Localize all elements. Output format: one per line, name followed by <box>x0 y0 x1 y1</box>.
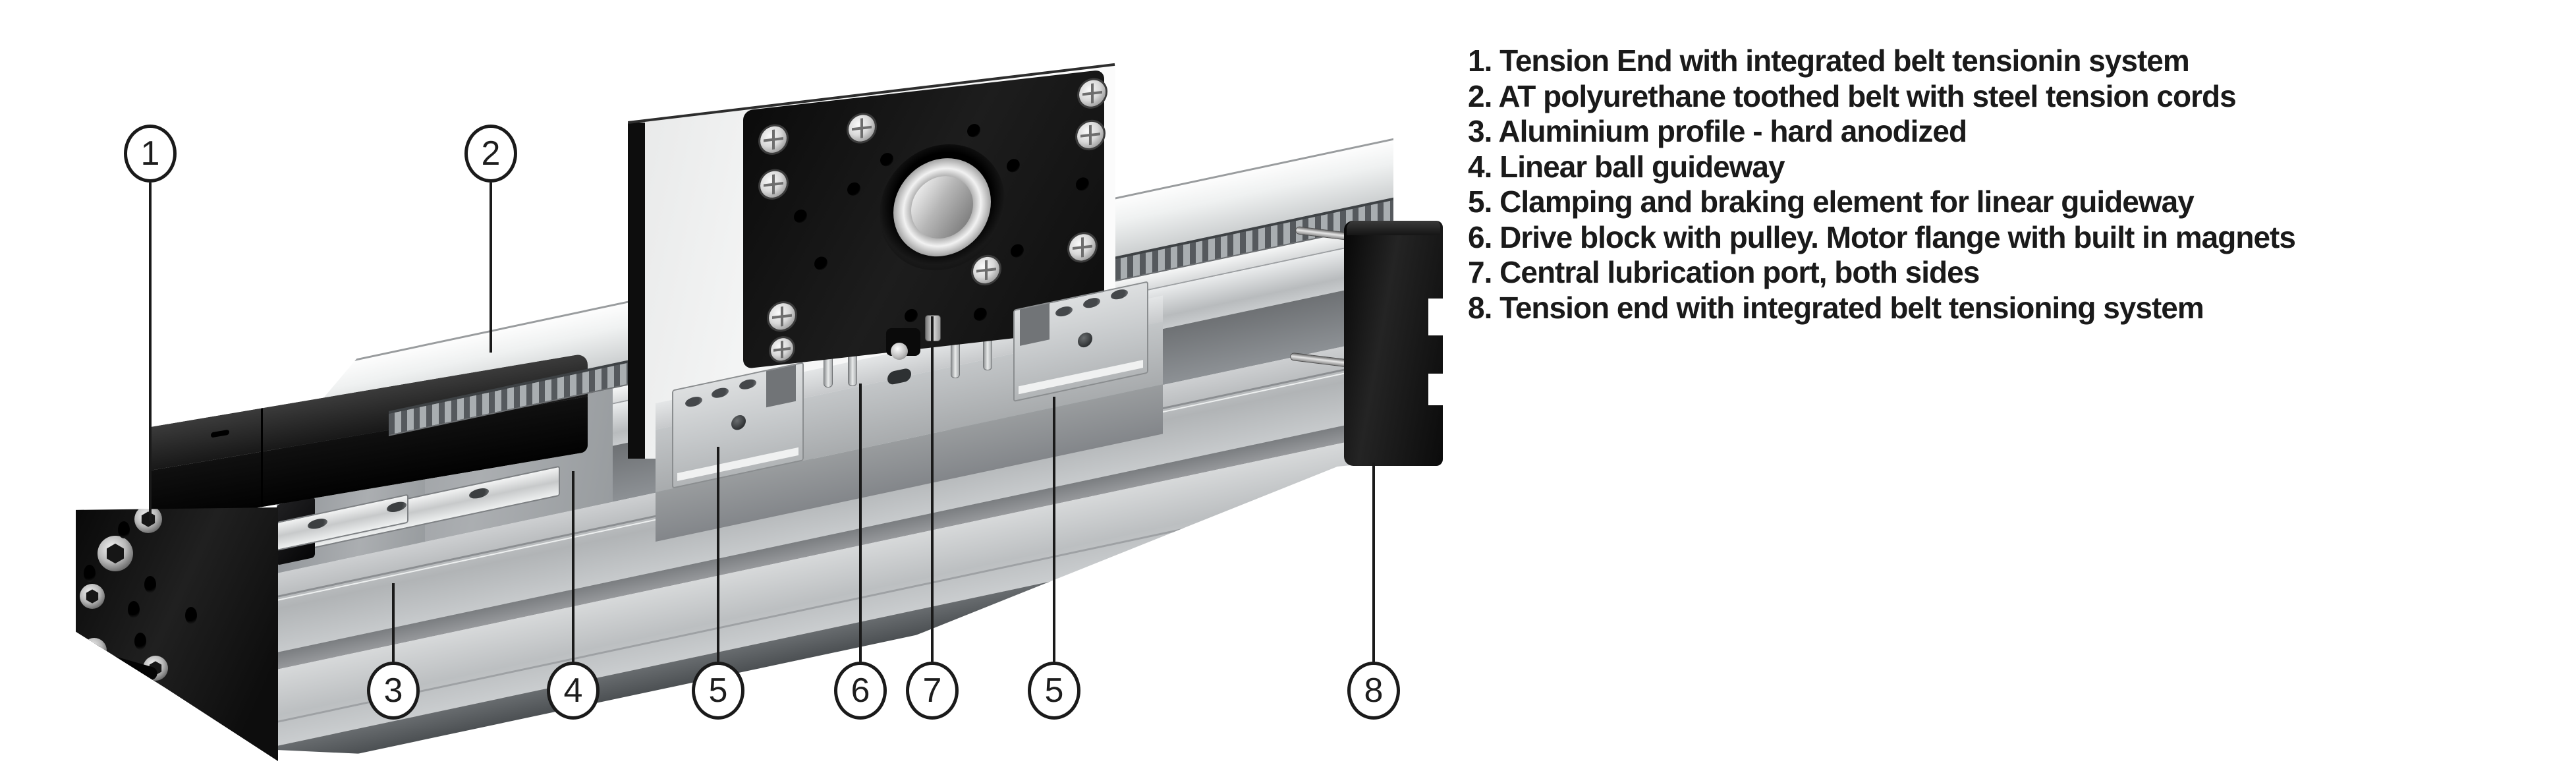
callout-number: 5 <box>1044 671 1064 710</box>
callout-circle-4: 4 <box>547 662 600 720</box>
legend-item: 3. Aluminium profile - hard anodized <box>1468 114 1967 148</box>
mounting-hole <box>185 607 197 624</box>
right-block-notch <box>1428 374 1444 405</box>
callout-circle-6: 6 <box>834 662 887 720</box>
callout-circle-3: 3 <box>367 662 420 720</box>
callout-number: 2 <box>481 134 501 173</box>
callout-leader-line <box>149 183 152 521</box>
mounting-hole <box>128 601 140 618</box>
callout-leader-line <box>859 384 862 662</box>
legend-item: 6. Drive block with pulley. Motor flange… <box>1468 219 2296 254</box>
callout-leader-line <box>572 471 574 662</box>
legend-item: 2. AT polyurethane toothed belt with ste… <box>1468 78 2237 113</box>
legend: 1. Tension End with integrated belt tens… <box>1468 43 2548 326</box>
legend-item: 1. Tension End with integrated belt tens… <box>1468 43 2190 78</box>
callout-number: 6 <box>851 671 870 710</box>
mounting-hole <box>118 521 130 538</box>
callout-number: 3 <box>383 671 403 710</box>
mounting-hole <box>84 565 96 582</box>
callout-number: 5 <box>708 671 728 710</box>
legend-item: 5. Clamping and braking element for line… <box>1468 185 2195 219</box>
callout-circle-5: 5 <box>692 662 744 720</box>
callout-leader-line <box>931 316 934 662</box>
legend-item: 4. Linear ball guideway <box>1468 149 1785 184</box>
socket-screw <box>80 584 105 609</box>
callout-circle-8: 8 <box>1347 662 1400 720</box>
callout-circle-5: 5 <box>1028 662 1080 720</box>
callout-number: 1 <box>140 134 160 173</box>
callout-leader-line <box>392 583 395 662</box>
mounting-hole <box>144 576 156 593</box>
callout-circle-1: 1 <box>124 125 177 183</box>
socket-screw <box>134 507 162 533</box>
callout-circle-7: 7 <box>906 662 959 720</box>
callout-leader-line <box>1372 463 1375 662</box>
callout-leader-line <box>1053 397 1055 662</box>
callout-number: 7 <box>922 671 942 710</box>
legend-item: 7. Central lubrication port, both sides <box>1468 255 1980 289</box>
callout-number: 4 <box>563 671 583 710</box>
mounting-hole <box>134 633 146 650</box>
callout-leader-line <box>490 183 492 353</box>
socket-screw <box>98 536 133 571</box>
callout-number: 8 <box>1364 671 1384 710</box>
right-block-notch <box>1428 299 1444 335</box>
legend-item: 8. Tension end with integrated belt tens… <box>1468 290 2204 325</box>
callout-circle-2: 2 <box>464 125 517 183</box>
callout-leader-line <box>717 447 719 662</box>
